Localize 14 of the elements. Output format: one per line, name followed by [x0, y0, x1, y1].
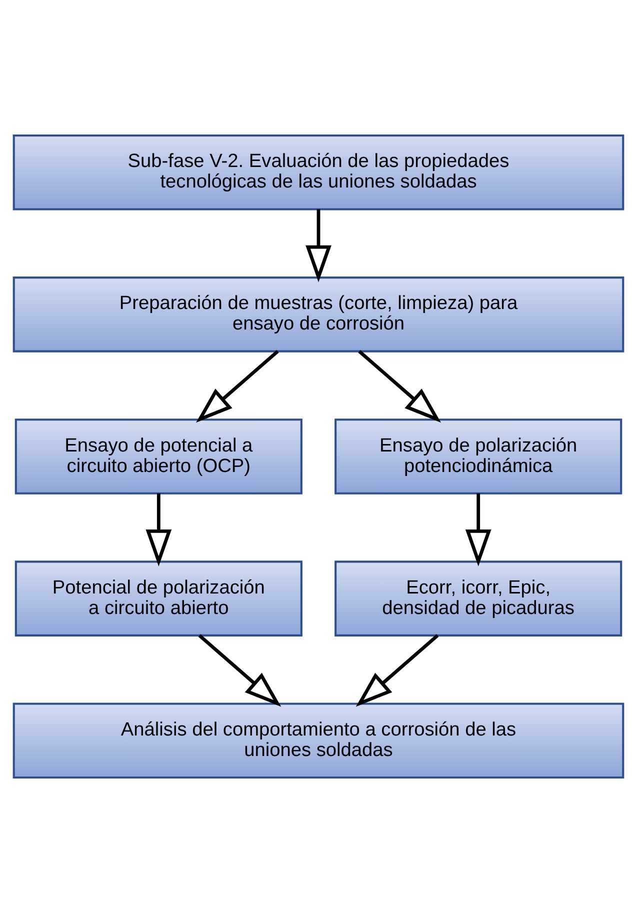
arrow: [198, 634, 282, 707]
arrow: [146, 493, 172, 566]
node-box: Ecorr, icorr, Epic, densidad de picaduras: [334, 560, 622, 636]
arrow: [356, 634, 439, 707]
arrow: [465, 493, 492, 566]
node-box: Sub-fase V-2. Evaluación de las propiedades tecnológicas de las uniones soldadas: [12, 134, 624, 210]
node-box: Preparación de muestras (corte, limpieza) para ensayo de corrosión: [12, 276, 624, 352]
node-box: Análisis del comportamiento a corrosión de las uniones soldadas: [12, 702, 624, 779]
arrow: [196, 350, 279, 423]
node-box: Ensayo de polarización potenciodinámica: [334, 418, 622, 494]
node-box: Potencial de polarización a circuito abierto: [14, 560, 302, 636]
arrow: [358, 350, 441, 423]
arrow: [306, 209, 332, 282]
node-box: Ensayo de potencial a circuito abierto (OCP): [14, 418, 302, 494]
